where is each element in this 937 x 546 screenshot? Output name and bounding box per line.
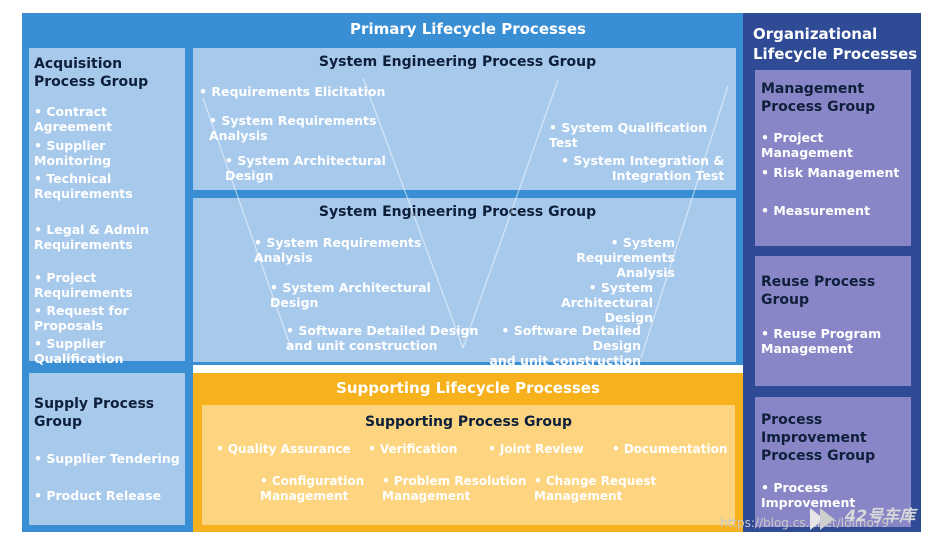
improvement-title: Process Improvement Process Group <box>761 412 876 464</box>
organizational-title: Organizational Lifecycle Processes <box>753 25 918 63</box>
system-engineering-group-top: System Engineering Process Group • Requi… <box>193 48 736 190</box>
sys-eng-top-right-item: • System Qualification Test <box>549 120 708 150</box>
management-process-group: Management Process Group • Project Manag… <box>755 70 911 246</box>
watermark-url: https://blog.cs...net/lolmo79 <box>720 516 890 530</box>
primary-title: Primary Lifecycle Processes <box>350 20 586 38</box>
reuse-process-group: Reuse Process Group • Reuse Program Mana… <box>755 256 911 386</box>
watermark-logo-icon <box>810 508 834 530</box>
sys-eng-bottom-right-item: • System Requirements Analysis <box>576 235 675 280</box>
sys-eng-bottom-left-item: • Software Detailed Design and unit cons… <box>286 323 479 353</box>
supporting-item: • Problem Resolution Management <box>382 474 527 503</box>
sys-eng-bottom-right-item: • Software Detailed Design and unit cons… <box>489 323 641 368</box>
improvement-item: • Process Improvement <box>761 480 856 510</box>
sys-eng-top-left-item: • System Architectural Design <box>225 153 386 183</box>
sys-eng-bottom-right-item: • System Architectural Design <box>560 280 653 325</box>
sys-eng-top-left-item: • System Requirements Analysis <box>209 113 377 143</box>
acquisition-item: • Supplier Monitoring <box>34 138 112 168</box>
supply-item: • Supplier Tendering <box>34 451 180 466</box>
management-item: • Risk Management <box>761 165 900 180</box>
sys-eng-bottom-left-item: • System Requirements Analysis <box>254 235 422 265</box>
acquisition-item: • Supplier Qualification <box>34 336 124 366</box>
acquisition-item: • Contract Agreement <box>34 104 113 134</box>
acquisition-title: Acquisition Process Group <box>34 56 149 90</box>
supporting-item: • Change Request Management <box>534 474 657 503</box>
management-item: • Measurement <box>761 203 871 218</box>
supporting-item: • Configuration Management <box>260 474 365 503</box>
sys-eng-bottom-title: System Engineering Process Group <box>318 204 597 220</box>
acquisition-item: • Project Requirements <box>34 270 133 300</box>
v-model-lines <box>202 77 729 359</box>
supporting-item: • Documentation <box>612 442 728 456</box>
acquisition-item: • Request for Proposals <box>34 303 129 333</box>
supporting-group-title: Supporting Process Group <box>364 414 573 430</box>
sys-eng-top-title: System Engineering Process Group <box>318 54 597 70</box>
reuse-title: Reuse Process Group <box>761 274 876 308</box>
supporting-title: Supporting Lifecycle Processes <box>336 379 600 397</box>
reuse-item: • Reuse Program Management <box>761 326 882 356</box>
sys-eng-top-right-item: • System Integration & Integration Test <box>561 153 725 183</box>
supporting-item: • Verification <box>368 442 458 456</box>
acquisition-process-group: Acquisition Process Group • Contract Agr… <box>29 48 185 366</box>
v-outer-left-line <box>202 97 292 349</box>
acquisition-item: • Technical Requirements <box>34 171 133 201</box>
management-title: Management Process Group <box>761 81 876 115</box>
supporting-item: • Joint Review <box>488 442 584 456</box>
supply-title: Supply Process Group <box>34 396 155 430</box>
management-item: • Project Management <box>761 130 854 160</box>
supply-process-group: Supply Process Group • Supplier Tenderin… <box>29 373 185 525</box>
v-outer-right-line <box>640 85 729 359</box>
acquisition-item: • Legal & Admin Requirements <box>34 222 149 252</box>
v-inner-right-line <box>462 79 559 349</box>
sys-eng-bottom-left-item: • System Architectural Design <box>270 280 431 310</box>
sys-eng-top-left-item: • Requirements Elicitation <box>199 84 386 99</box>
process-improvement-group: Process Improvement Process Group • Proc… <box>755 397 911 527</box>
watermark-brand: 42号车库 <box>845 506 916 525</box>
supporting-process-group: Supporting Process Group • Quality Assur… <box>202 405 735 525</box>
supporting-item: • Quality Assurance <box>216 442 351 456</box>
v-inner-left-line <box>362 77 464 349</box>
system-engineering-group-bottom: System Engineering Process Group • Syste… <box>193 198 736 368</box>
supply-item: • Product Release <box>34 488 162 503</box>
